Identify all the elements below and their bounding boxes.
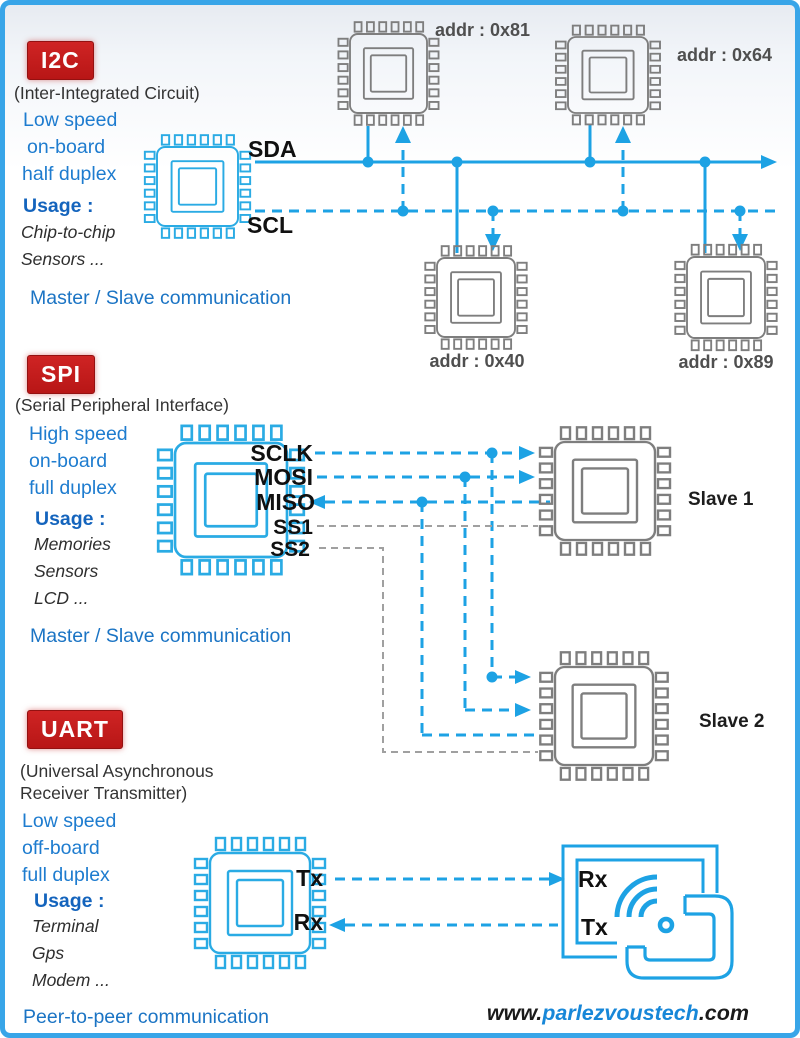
spi-slave2-chip-icon (539, 651, 669, 781)
uart-section-badge: UART (27, 710, 123, 749)
sda-label: SDA (248, 136, 297, 162)
i2c-device-0x64-chip-icon (555, 24, 661, 126)
uart-tx-line (335, 872, 565, 886)
uart-usage-item: Modem ... (32, 970, 110, 990)
uart-rx-label: Rx (294, 909, 324, 935)
uart-full-name-line2: Receiver Transmitter) (20, 783, 188, 803)
uart-rx-line (329, 918, 558, 932)
url-tld: .com (698, 1001, 749, 1025)
url-domain: parlezvoustech (542, 1001, 699, 1025)
spi-attr-speed: High speed (29, 423, 128, 445)
i2c-device-0x40-chip-icon (424, 245, 528, 350)
i2c-scl-bus-line (255, 126, 781, 251)
uart-communication-type: Peer-to-peer communication (23, 1006, 270, 1028)
scl-label: SCL (247, 212, 293, 238)
ss1-label: SS1 (273, 516, 313, 539)
protocol-diagram: SDA SCL addr : 0x81 addr : 0x64 addr : 0… (143, 20, 781, 992)
spi-communication-type: Master / Slave communication (30, 625, 292, 647)
uart-usage-label: Usage : (34, 890, 105, 912)
spi-full-name: (Serial Peripheral Interface) (15, 395, 229, 415)
mosi-label: MOSI (254, 464, 313, 490)
url-www: www. (486, 1001, 543, 1025)
wifi-tx-label: Tx (581, 914, 608, 940)
i2c-master-chip-icon (143, 134, 252, 239)
i2c-attr-board: on-board (27, 136, 106, 158)
spi-mosi-line (317, 470, 535, 717)
i2c-usage-item: Chip-to-chip (21, 222, 116, 242)
i2c-attr-duplex: half duplex (22, 163, 117, 185)
addr-0x81-label: addr : 0x81 (435, 20, 530, 40)
i2c-full-name: (Inter-Integrated Circuit) (14, 83, 200, 103)
i2c-attr-speed: Low speed (23, 109, 118, 131)
slave1-label: Slave 1 (688, 489, 754, 510)
sclk-label: SCLK (250, 440, 313, 466)
spi-usage-item: Memories (34, 534, 111, 554)
uart-usage-item: Gps (32, 943, 65, 963)
wifi-signal-icon (614, 874, 675, 934)
uart-tx-label: Tx (296, 865, 323, 891)
spi-usage-item: Sensors (34, 561, 99, 581)
spi-section-badge: SPI (27, 355, 96, 394)
i2c-communication-type: Master / Slave communication (30, 287, 292, 309)
i2c-device-0x89-chip-icon (674, 243, 778, 352)
addr-0x89-label: addr : 0x89 (678, 352, 773, 372)
addr-0x64-label: addr : 0x64 (677, 45, 772, 65)
spi-usage-item: LCD ... (34, 588, 89, 608)
wifi-module-icon (561, 844, 747, 992)
uart-attr-board: off-board (22, 837, 100, 859)
spi-attr-duplex: full duplex (29, 477, 117, 499)
website-url: www.parlezvoustech.com (487, 1001, 749, 1026)
uart-attr-duplex: full duplex (22, 864, 110, 886)
ss2-label: SS2 (270, 538, 310, 561)
spi-sclk-line (315, 446, 535, 684)
miso-label: MISO (256, 489, 315, 515)
spi-miso-line (309, 495, 550, 737)
wifi-rx-label: Rx (578, 866, 608, 892)
uart-usage-item: Terminal (32, 916, 99, 936)
spi-attr-board: on-board (29, 450, 108, 472)
spi-slave1-chip-icon (538, 426, 672, 556)
spi-usage-label: Usage : (35, 508, 106, 530)
i2c-usage-label: Usage : (23, 195, 94, 217)
uart-full-name-line1: (Universal Asynchronous (20, 761, 214, 781)
uart-attr-speed: Low speed (22, 810, 117, 832)
spi-ss2-line (319, 547, 538, 753)
i2c-section-badge: I2C (27, 41, 94, 80)
slave2-label: Slave 2 (699, 711, 765, 732)
uart-master-chip-icon (193, 836, 327, 970)
addr-0x40-label: addr : 0x40 (429, 351, 524, 371)
i2c-usage-item: Sensors ... (21, 249, 105, 269)
i2c-device-0x81-chip-icon (337, 21, 440, 126)
i2c-sda-bus-line (255, 125, 777, 253)
